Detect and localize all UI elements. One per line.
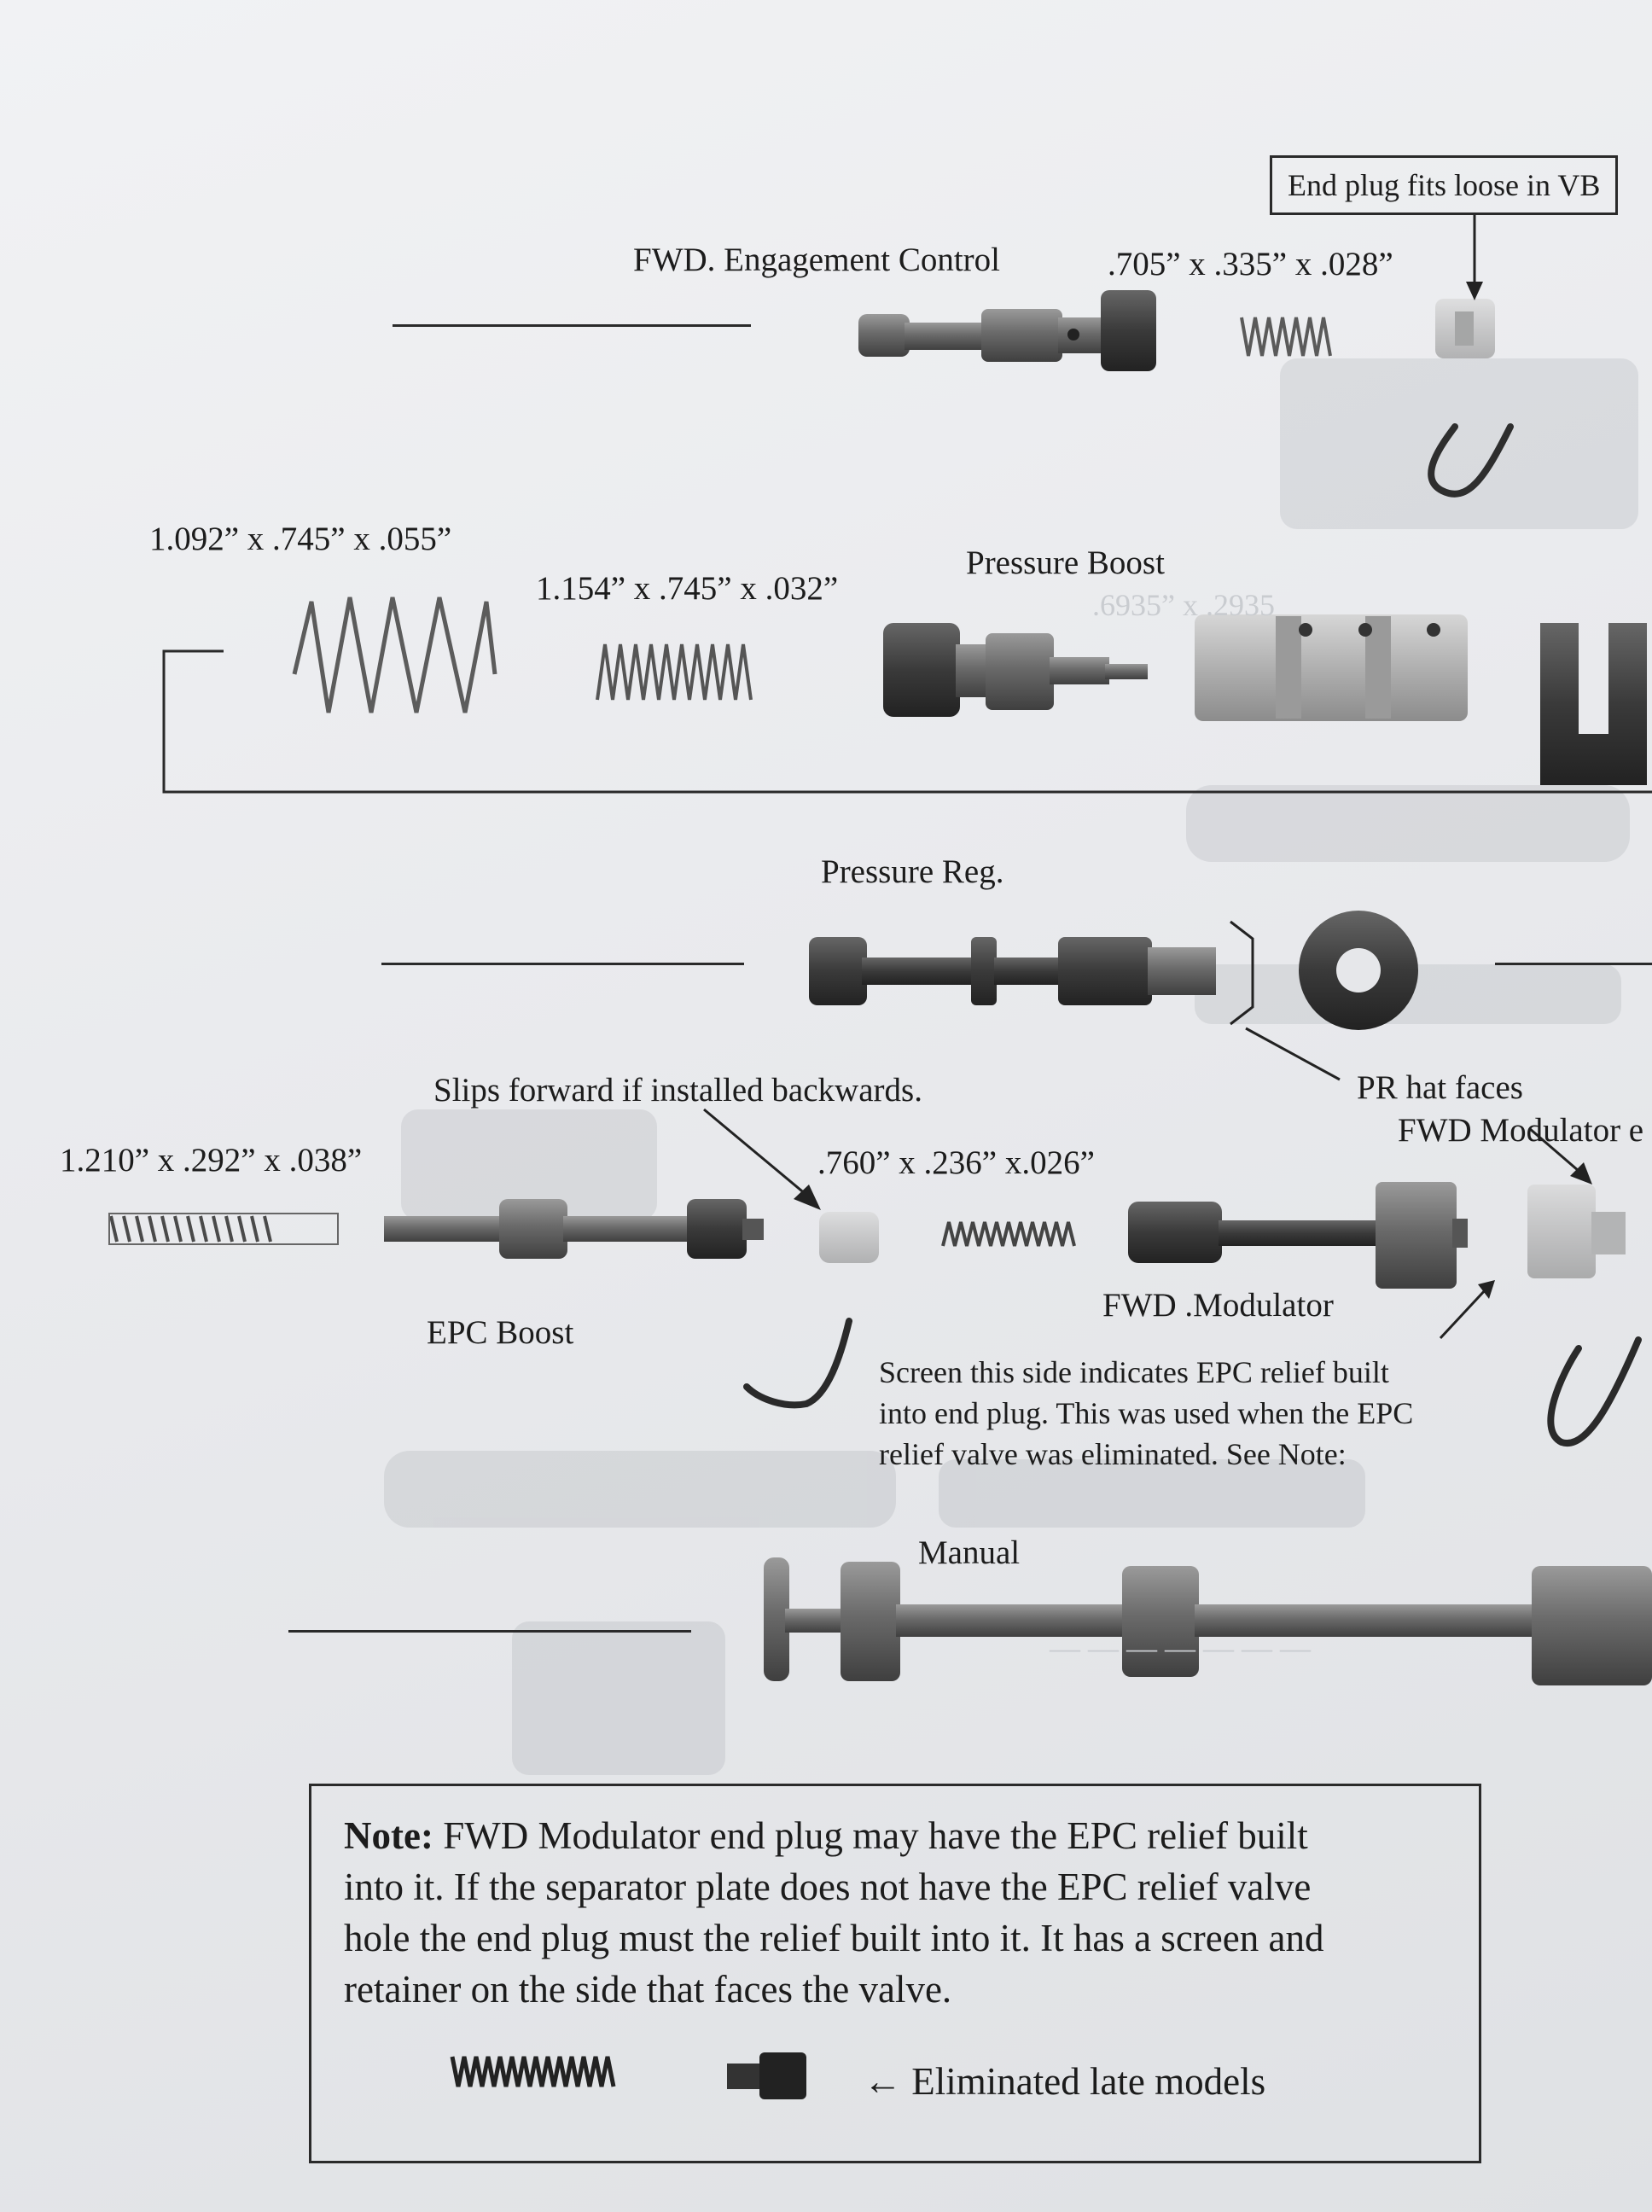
row-bracket [162,649,1652,794]
fwd-modulator-end-plug [1527,1185,1626,1278]
blank-line [1495,963,1652,965]
spring-1092-label: 1.092” x .745” x .055” [149,521,452,557]
note-line-4: retainer on the side that faces the valv… [344,1968,952,2011]
blank-line [288,1630,691,1633]
pressure-reg-label: Pressure Reg. [821,853,1004,890]
retainer-clip [1428,423,1514,498]
blank-line [393,324,751,327]
spring-760 [941,1221,1076,1247]
epc-clip [743,1318,852,1409]
note-heading: Note: [344,1814,433,1857]
note-line-1: FWD Modulator end plug may have the EPC … [443,1814,1308,1857]
fwd-modulator-e-label: FWD Modulator e [1398,1112,1644,1149]
modulator-clip [1547,1336,1642,1447]
manual-label: Manual [918,1534,1021,1571]
eliminated-plug-icon [727,2052,806,2099]
spring-1154 [596,643,753,701]
slips-forward-label: Slips forward if installed backwards. [433,1072,922,1109]
note-text: Note: FWD Modulator end plug may have th… [344,1810,1453,2015]
note-box: Note: FWD Modulator end plug may have th… [309,1784,1481,2163]
spring-705 [1240,317,1332,357]
fwd-modulator-valve [1128,1182,1468,1289]
note-line-2: into it. If the separator plate does not… [344,1866,1312,1908]
blank-line [381,963,744,965]
note-line-3: hole the end plug must the relief built … [344,1917,1324,1959]
eliminated-spring-icon [450,2056,616,2087]
spring-1210 [108,1213,339,1245]
end-plug-callout: End plug fits loose in VB [1270,155,1619,215]
screen-note-line-1: Screen this side indicates EPC relief bu… [879,1355,1389,1389]
spring-1092 [292,597,497,713]
epc-boost-valve [384,1199,764,1259]
manual-valve [764,1557,1652,1685]
fwd-modulator-label: FWD .Modulator [1102,1287,1334,1324]
pressure-reg-valve [809,937,1216,1005]
slip-plug [819,1212,879,1263]
bleed-through-text: .6935” x .2935 [1092,588,1275,622]
u-retainer-plate [1540,623,1647,785]
fwd-engagement-valve [858,290,1156,371]
pr-hat-faces-label: PR hat faces [1357,1069,1523,1106]
spring-1154-label: 1.154” x .745” x .032” [536,570,839,607]
pressure-boost-sleeve [1195,614,1468,721]
fwd-engagement-control-label: FWD. Engagement Control [633,242,1001,278]
spring-1210-label: 1.210” x .292” x .038” [60,1142,363,1179]
screen-note-line-2: into end plug. This was used when the EP… [879,1396,1414,1430]
spring-705-label: .705” x .335” x .028” [1108,246,1393,282]
pressure-boost-label: Pressure Boost [966,544,1165,581]
eliminated-late-models-label: ← Eliminated late models [864,2060,1266,2103]
pressure-boost-valve [883,623,1148,717]
bleed-through-text: — — — — — — — [1050,1631,1311,1665]
screen-note-line-3: relief valve was eliminated. See Note: [879,1437,1347,1471]
spring-760-label: .760” x .236” x.026” [817,1144,1095,1181]
end-plug-small [1435,299,1495,358]
epc-boost-label: EPC Boost [427,1314,574,1351]
